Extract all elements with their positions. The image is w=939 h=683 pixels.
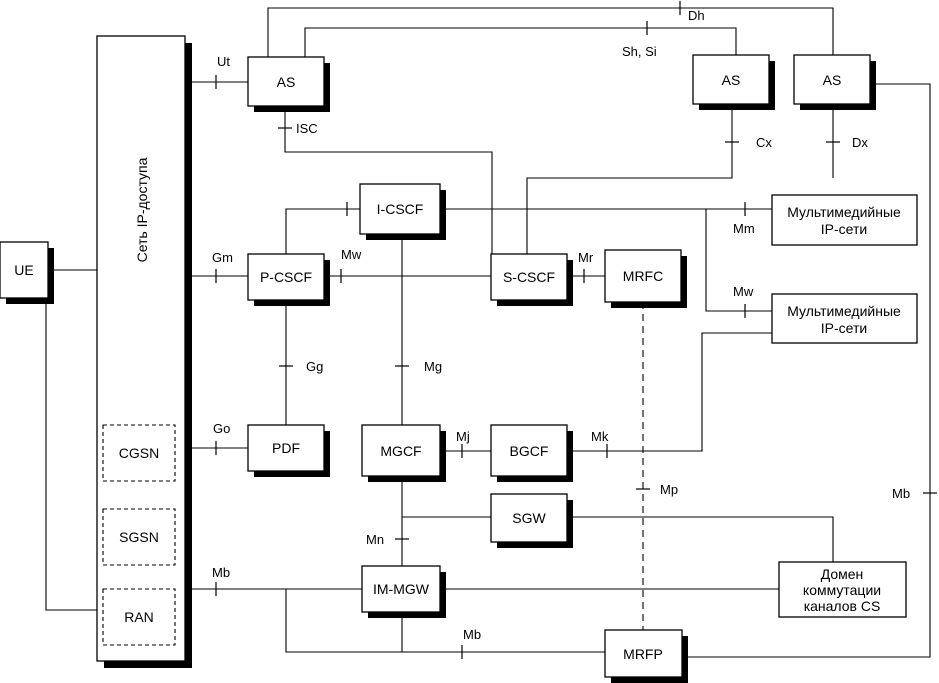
multimedia-network-1: Мультимедийные IP-сети (771, 194, 918, 246)
as-node-3: AS (793, 54, 876, 110)
label-dh: Dh (688, 8, 705, 23)
multimedia-network-2: Мультимедийные IP-сети (771, 293, 918, 344)
interface-labels: Dh Sh, Si Ut ISC Cx Dx Gm Mw Mm Mw Mr Gg… (212, 8, 910, 642)
svg-text:S-CSCF: S-CSCF (503, 269, 555, 285)
ue-node: UE (0, 241, 54, 304)
label-mb-left: Mb (212, 565, 230, 580)
label-dx: Dx (852, 135, 868, 150)
pdf-node: PDF (247, 424, 330, 477)
link-dh (267, 7, 834, 57)
as-node-2: AS (692, 54, 775, 110)
mrfc-node: MRFC (604, 249, 687, 308)
svg-text:Мультимедийные: Мультимедийные (787, 204, 901, 220)
label-mn: Mn (366, 532, 384, 547)
as-node-1: AS (247, 56, 330, 112)
sgsn-label: SGSN (119, 529, 159, 545)
label-mp: Mp (660, 482, 678, 497)
svg-text:SGW: SGW (512, 510, 546, 526)
svg-text:IP-сети: IP-сети (821, 320, 867, 336)
label-gm: Gm (212, 250, 233, 265)
imgw-node: IM-MGW (361, 565, 446, 618)
pcscf-node: P-CSCF (247, 253, 330, 306)
link-shsi (304, 27, 737, 57)
link-cx (526, 104, 733, 254)
label-isc: ISC (296, 121, 318, 136)
ran-label: RAN (124, 609, 154, 625)
scscf-node: S-CSCF (490, 253, 573, 306)
svg-text:каналов CS: каналов CS (804, 598, 881, 614)
interface-ticks (215, 1, 937, 659)
ue-label: UE (14, 262, 33, 278)
mgcf-node: MGCF (361, 424, 446, 482)
svg-text:IP-сети: IP-сети (821, 221, 867, 237)
label-mg: Mg (424, 359, 442, 374)
link-isc (284, 106, 493, 254)
label-mm: Mm (733, 221, 755, 236)
label-mw1: Mw (341, 247, 362, 262)
label-ut: Ut (217, 54, 230, 69)
svg-text:коммутации: коммутации (803, 582, 881, 598)
ip-access-network: Сеть IP-доступа CGSN SGSN RAN (96, 35, 192, 668)
ip-access-label: Сеть IP-доступа (134, 157, 150, 262)
label-mk: Mk (591, 429, 609, 444)
link-mw-mm2 (705, 209, 772, 312)
link-mb-right (682, 83, 931, 658)
label-mw2: Mw (733, 284, 754, 299)
link-mk (567, 332, 772, 452)
label-shsi: Sh, Si (622, 44, 657, 59)
label-mb-right: Mb (892, 486, 910, 501)
label-gg: Gg (306, 359, 323, 374)
svg-text:MRFC: MRFC (623, 268, 663, 284)
cs-domain: Домен коммутации каналов CS (778, 561, 907, 618)
label-mj: Mj (456, 429, 470, 444)
svg-text:IM-MGW: IM-MGW (373, 581, 430, 597)
cgsn-box (102, 424, 176, 482)
svg-text:AS: AS (722, 72, 741, 88)
link-sgw-cs (567, 516, 834, 562)
cgsn-label: CGSN (119, 445, 159, 461)
sgw-node: SGW (490, 493, 573, 548)
label-mb-bottom: Mb (463, 627, 481, 642)
label-cx: Cx (756, 135, 772, 150)
svg-text:MRFP: MRFP (623, 646, 663, 662)
svg-text:MGCF: MGCF (380, 443, 421, 459)
label-go: Go (213, 421, 230, 436)
svg-text:P-CSCF: P-CSCF (260, 269, 312, 285)
svg-text:BGCF: BGCF (510, 443, 549, 459)
svg-text:AS: AS (277, 74, 296, 90)
link-ue-ran (45, 298, 103, 611)
bgcf-node: BGCF (490, 424, 573, 482)
svg-text:PDF: PDF (272, 440, 300, 456)
ran-box (102, 588, 176, 646)
connections (45, 7, 931, 658)
link-icscf-pcscf (285, 208, 360, 254)
label-mr: Mr (578, 250, 594, 265)
svg-text:Мультимедийные: Мультимедийные (787, 303, 901, 319)
mrfp-node: MRFP (604, 629, 688, 683)
icscf-node: I-CSCF (359, 183, 446, 240)
link-mb-bottom (285, 589, 605, 653)
svg-text:I-CSCF: I-CSCF (377, 201, 424, 217)
svg-text:AS: AS (823, 72, 842, 88)
svg-text:Домен: Домен (821, 566, 864, 582)
sgsn-box (102, 508, 176, 566)
